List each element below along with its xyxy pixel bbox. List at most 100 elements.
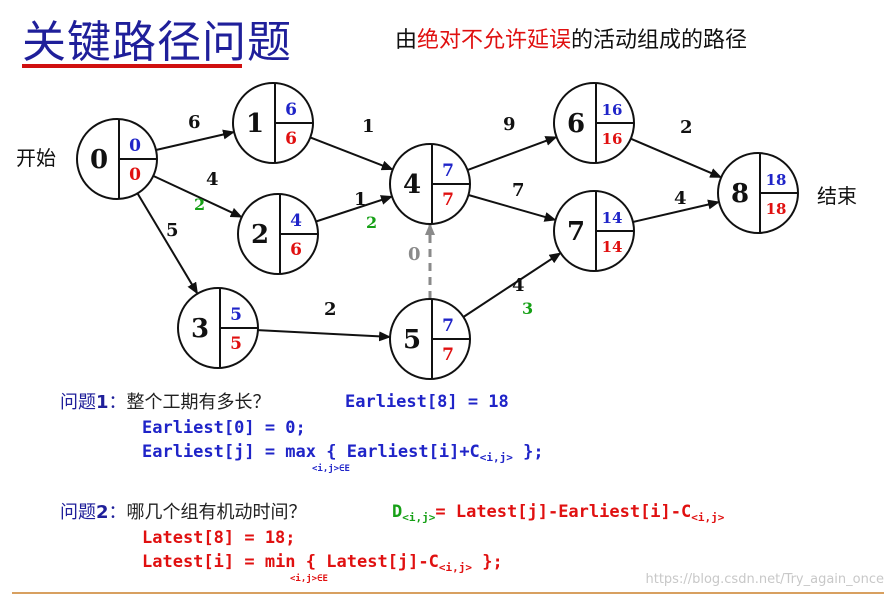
edge-3-5 — [257, 329, 392, 342]
q2-label: 问题 — [60, 502, 96, 523]
q2-line2-end: }; — [471, 552, 503, 572]
node-id: 6 — [567, 109, 585, 139]
node-earliest: 7 — [442, 316, 454, 336]
edge-slack-2-4: 2 — [366, 213, 377, 232]
q1-line2-body: { Earliest[i]+C — [326, 442, 480, 462]
edge-weight-5-7: 4 — [512, 275, 525, 296]
q1-line2-end: }; — [512, 442, 544, 462]
node-7: 7 14 14 — [553, 190, 635, 272]
edge-0-3 — [136, 192, 198, 295]
subtitle-prefix: 由 — [395, 28, 418, 53]
q2-formula-line1: Latest[8] = 18; — [142, 528, 296, 548]
q2-dsub2: <i,j> — [691, 511, 725, 524]
node-id: 4 — [403, 170, 421, 200]
q2-line2-sub: <i,j> — [438, 561, 472, 574]
edge-weight-4-6: 9 — [503, 114, 516, 135]
node-latest: 16 — [602, 130, 623, 148]
subtitle-suffix: 的活动组成的路径 — [571, 28, 748, 53]
edge-weight-3-5: 2 — [324, 299, 337, 320]
edge-weight-1-4: 1 — [362, 116, 375, 137]
edge-weight-2-4: 1 — [354, 189, 367, 210]
edge-5-7 — [462, 252, 562, 318]
node-id: 0 — [90, 145, 108, 175]
q1-answer: Earliest[8] = 18 — [345, 392, 509, 412]
q1-label: 问题 — [60, 392, 96, 413]
q2-slack-formula: D<i,j>= Latest[j]-Earliest[i]-C<i,j> — [392, 502, 724, 524]
node-id: 3 — [191, 314, 209, 344]
edge-weight-0-1: 6 — [188, 112, 201, 133]
q2-number: 2 — [96, 502, 109, 523]
subtitle-highlight: 绝对不允许延误 — [417, 28, 572, 53]
q2-text: 哪几个组有机动时间？ — [126, 502, 307, 523]
q1-line2-lhs: Earliest[j] = — [142, 442, 286, 462]
q1-text: 整个工期有多长？ — [126, 392, 271, 413]
question-1: 问题1：整个工期有多长？ — [60, 388, 271, 414]
edge-slack-5-7: 3 — [522, 299, 533, 318]
edge-0-2 — [152, 174, 243, 218]
q2-line2-body: { Latest[j]-C — [305, 552, 439, 572]
q2-line2-min: min — [264, 552, 296, 572]
q2-colon: ： — [108, 502, 127, 523]
node-8: 8 18 18 — [717, 152, 799, 234]
node-id: 8 — [731, 179, 749, 209]
title-underline — [22, 64, 242, 68]
q2-deq: = Latest[j]-Earliest[i]-C — [435, 502, 692, 522]
node-6: 6 16 16 — [553, 82, 635, 164]
edge-4-7 — [468, 194, 557, 222]
q1-formula-line2: Earliest[j] = max { Earliest[i]+C<i,j> }… — [142, 442, 544, 464]
watermark: https://blog.csdn.net/Try_again_once — [645, 572, 884, 587]
edge-weight-4-7: 7 — [512, 180, 525, 201]
node-2: 2 4 6 — [237, 193, 319, 275]
q1-formula-line1: Earliest[0] = 0; — [142, 418, 306, 438]
node-latest: 14 — [602, 238, 623, 256]
footer-line — [12, 592, 884, 594]
node-earliest: 0 — [129, 136, 141, 156]
edge-weight-0-2: 4 — [206, 169, 219, 190]
node-id: 2 — [251, 220, 269, 250]
q2-line2-lhs: Latest[i] = — [142, 552, 265, 572]
node-id: 5 — [403, 325, 421, 355]
q1-line2-max: max — [285, 442, 317, 462]
start-label: 开始 — [16, 146, 56, 170]
edge-slack-0-2: 2 — [194, 195, 205, 214]
node-latest: 0 — [129, 165, 141, 185]
node-earliest: 14 — [602, 209, 623, 227]
edge-4-6 — [467, 136, 558, 171]
end-label: 结束 — [817, 184, 857, 208]
node-latest: 18 — [766, 200, 787, 218]
edge-weight-7-8: 4 — [674, 188, 687, 209]
node-latest: 7 — [442, 345, 454, 365]
q2-formula-line2: Latest[i] = min { Latest[j]-C<i,j> }; — [142, 552, 503, 574]
node-earliest: 16 — [602, 101, 623, 119]
subtitle: 由绝对不允许延误的活动组成的路径 — [395, 22, 747, 54]
edge-6-8 — [630, 137, 723, 178]
edge-0-1 — [155, 129, 235, 151]
question-2: 问题2：哪几个组有机动时间？ — [60, 498, 307, 524]
node-0: 0 0 0 — [76, 118, 158, 200]
edge-1-4 — [309, 136, 394, 171]
node-latest: 5 — [230, 334, 242, 354]
edge-weight-0-3: 5 — [166, 220, 179, 241]
q1-number: 1 — [96, 392, 109, 413]
node-earliest: 18 — [766, 171, 787, 189]
node-latest: 6 — [290, 240, 302, 260]
node-id: 7 — [567, 217, 585, 247]
q2-dsub: <i,j> — [402, 511, 436, 524]
node-5: 5 7 7 — [389, 298, 471, 380]
q1-colon: ： — [108, 392, 127, 413]
node-earliest: 7 — [442, 161, 454, 181]
node-earliest: 4 — [290, 211, 302, 231]
page-title: 关键路径问题 — [22, 17, 292, 68]
node-earliest: 5 — [230, 305, 242, 325]
edge-7-8 — [632, 199, 721, 223]
q1-under: <i,j>∈E — [312, 464, 350, 474]
node-id: 1 — [246, 109, 264, 139]
q2-under: <i,j>∈E — [290, 574, 328, 584]
edge-2-4 — [315, 195, 393, 223]
q1-line2-sub: <i,j> — [479, 451, 513, 464]
